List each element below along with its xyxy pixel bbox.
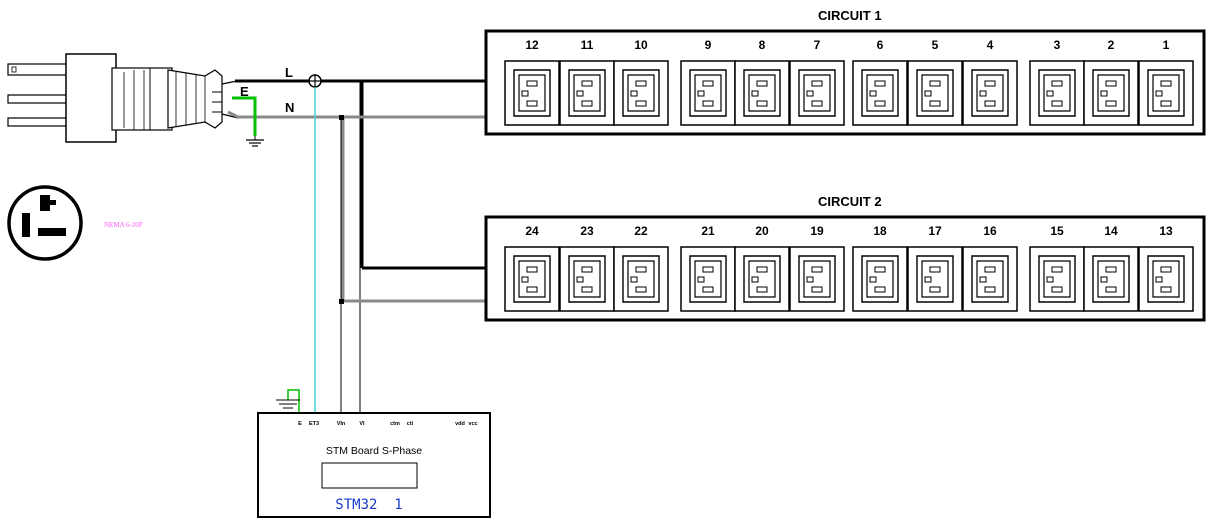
board-pin-label: ET3	[309, 421, 319, 427]
nema-receptacle-icon	[7, 185, 83, 261]
outlet-number-label: 3	[1054, 38, 1061, 52]
board-pin-label: vdd	[455, 421, 465, 427]
current-sensor-icon	[308, 74, 322, 88]
outlet-number-label: 9	[705, 38, 712, 52]
board-pin-label: ctm	[390, 421, 400, 427]
outlet-number-label: 24	[525, 224, 539, 238]
outlet-number-label: 16	[983, 224, 997, 238]
outlet-number-label: 4	[987, 38, 994, 52]
outlet-number-label: 18	[873, 224, 887, 238]
chip-display	[321, 462, 418, 489]
outlet-icon	[680, 246, 736, 312]
outlet-icon	[613, 246, 669, 312]
chip-label: STM32 1	[335, 497, 402, 513]
outlet-number-label: 15	[1050, 224, 1064, 238]
outlet-number-label: 10	[634, 38, 648, 52]
circuit-2-title: CIRCUIT 2	[818, 194, 882, 209]
board-pin-label: VIn	[337, 421, 346, 427]
outlet-number-label: 14	[1104, 224, 1118, 238]
outlet-icon	[789, 60, 845, 126]
earth-label: E	[240, 84, 249, 99]
outlet-icon	[1083, 246, 1139, 312]
board-pin-label: VI	[359, 421, 365, 427]
outlet-number-label: 12	[525, 38, 539, 52]
outlet-number-label: 13	[1159, 224, 1173, 238]
outlet-icon	[680, 60, 736, 126]
outlet-number-label: 21	[701, 224, 715, 238]
board-pin-label: vcc	[468, 421, 477, 427]
circuit-1-strip: 12 11 10 9 8 7 6 5 4 3 2 1	[484, 29, 1206, 136]
outlet-icon	[1138, 246, 1194, 312]
outlet-number-label: 7	[814, 38, 821, 52]
outlet-number-label: 1	[1163, 38, 1170, 52]
nema-label: NEMA 6-20P	[104, 221, 143, 229]
outlet-icon	[962, 60, 1018, 126]
outlet-icon	[504, 60, 560, 126]
board-pin-label: E	[298, 421, 302, 427]
outlet-number-label: 22	[634, 224, 648, 238]
outlet-icon	[962, 246, 1018, 312]
power-plug-icon	[7, 53, 243, 143]
outlet-icon	[1138, 60, 1194, 126]
outlet-icon	[852, 246, 908, 312]
outlet-number-label: 2	[1108, 38, 1115, 52]
outlet-icon	[504, 246, 560, 312]
circuit-1-title: CIRCUIT 1	[818, 8, 882, 23]
outlet-number-label: 5	[932, 38, 939, 52]
circuit-2-strip: 24 23 22 21 20 19 18 17 16 15 14 13	[484, 215, 1206, 322]
outlet-number-label: 23	[580, 224, 594, 238]
outlet-icon	[734, 60, 790, 126]
neutral-label: N	[285, 100, 294, 115]
neutral-wires	[227, 110, 487, 413]
outlet-icon	[907, 60, 963, 126]
outlet-number-label: 6	[877, 38, 884, 52]
outlet-number-label: 8	[759, 38, 766, 52]
outlet-number-label: 20	[755, 224, 769, 238]
outlet-icon	[1083, 60, 1139, 126]
outlet-icon	[907, 246, 963, 312]
outlet-icon	[1029, 246, 1085, 312]
outlet-icon	[734, 246, 790, 312]
line-wires	[235, 79, 487, 413]
outlet-number-label: 19	[810, 224, 824, 238]
outlet-icon	[852, 60, 908, 126]
outlet-number-label: 17	[928, 224, 942, 238]
board-title: STM Board S-Phase	[326, 445, 422, 457]
earth-wire	[232, 96, 264, 147]
board-pin-label: cti	[407, 421, 414, 427]
board-earth-wire	[276, 389, 300, 413]
outlet-number-label: 11	[581, 38, 594, 52]
outlet-icon	[789, 246, 845, 312]
outlet-icon	[613, 60, 669, 126]
outlet-icon	[1029, 60, 1085, 126]
outlet-icon	[559, 246, 615, 312]
outlet-icon	[559, 60, 615, 126]
line-label: L	[285, 65, 293, 80]
